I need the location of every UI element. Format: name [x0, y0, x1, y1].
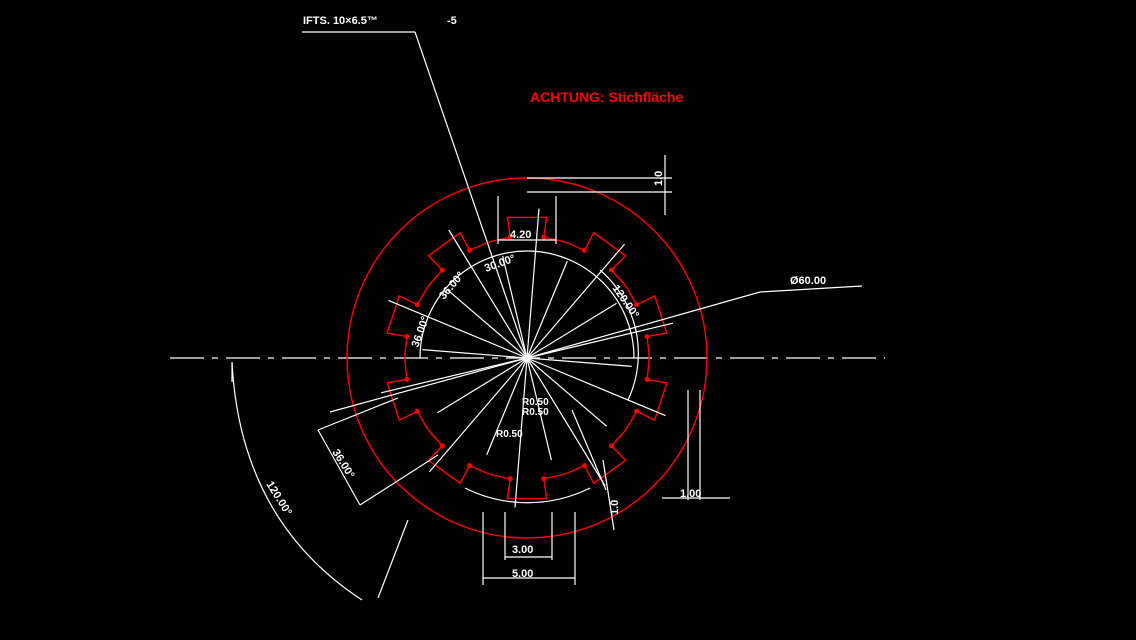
construction-ray — [437, 357, 528, 414]
construction-ray — [502, 255, 528, 359]
construction-ray — [526, 302, 617, 359]
construction-ray — [422, 349, 528, 359]
dim-radius-a: R0.50 — [522, 397, 549, 408]
header-label: IFTS. 10×6.5™ — [303, 15, 378, 27]
dim-angle-b: 36.00° — [410, 315, 432, 349]
dim-radius-b: R0.50 — [522, 407, 549, 418]
dim-angle-top: 30.00° — [483, 253, 517, 275]
header-suffix: -5 — [447, 15, 457, 27]
dim-bottom-width: 5.00 — [512, 568, 533, 580]
construction-ray — [446, 289, 528, 359]
construction-ray — [448, 229, 528, 359]
dim-small-right: 1.00 — [680, 488, 701, 500]
dim-radius-c: R0.50 — [496, 429, 523, 440]
warning-note: ACHTUNG: Stichfläche — [530, 89, 683, 105]
construction-ray — [526, 243, 626, 359]
construction-ray — [526, 357, 632, 367]
dim-top-gap: 4.20 — [510, 229, 531, 241]
construction-ray — [526, 322, 674, 359]
header-leader — [302, 31, 528, 359]
construction-ray — [526, 260, 568, 359]
dim-right-top-vertical: 1.0 — [653, 171, 665, 186]
construction-ray — [526, 208, 540, 359]
construction-ray — [526, 357, 666, 417]
dim-bottom-gap: 3.00 — [512, 544, 533, 556]
construction-ray — [526, 357, 608, 427]
lower-reference-arc — [464, 487, 591, 504]
dim-angle-a: 36.00° — [437, 270, 467, 302]
construction-ray — [514, 357, 528, 508]
construction-ray — [428, 357, 528, 473]
spline-profile — [386, 216, 668, 500]
dim-outer-diameter: Ø60.00 — [790, 275, 826, 287]
construction-ray — [526, 357, 552, 461]
spline-outline — [386, 216, 668, 500]
dim-lower-right-vertical: 1.0 — [609, 500, 621, 515]
construction-ray — [486, 357, 528, 456]
construction-lines — [380, 208, 674, 508]
construction-ray — [388, 299, 528, 359]
construction-ray — [380, 357, 528, 394]
inner-reference-arc — [419, 250, 635, 359]
dimension-lines — [231, 155, 863, 601]
construction-ray — [526, 357, 606, 487]
